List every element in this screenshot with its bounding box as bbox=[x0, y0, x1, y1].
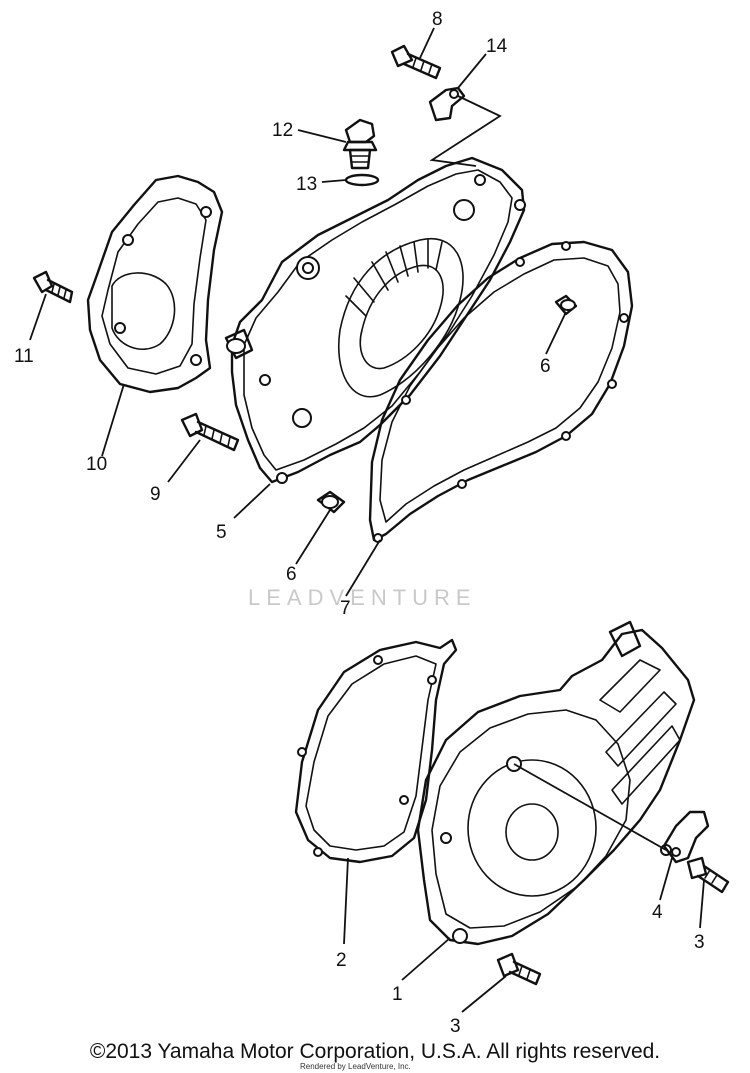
cable-clamp-part bbox=[662, 810, 710, 864]
callout-magneto-bolt-right: 3 bbox=[694, 932, 705, 953]
o-ring-part bbox=[344, 173, 380, 187]
callout-magneto-cover: 1 bbox=[392, 984, 403, 1005]
oil-pump-cover-part bbox=[86, 174, 224, 394]
callout-o-ring: 13 bbox=[296, 174, 317, 195]
cover-gasket-part bbox=[368, 240, 634, 543]
copyright-notice: ©2013 Yamaha Motor Corporation, U.S.A. A… bbox=[89, 1040, 661, 1063]
callout-cable-clamp: 4 bbox=[652, 902, 663, 923]
cover-bolt-part bbox=[390, 44, 442, 80]
rendered-by-credit: Rendered by LeadVenture, Inc. bbox=[300, 1062, 411, 1071]
dowel-pin-lower-part bbox=[316, 490, 346, 514]
magneto-bolt-bottom-part bbox=[496, 952, 542, 986]
oil-filler-plug-part bbox=[342, 118, 378, 170]
magneto-cover-part bbox=[416, 620, 696, 946]
callout-magneto-bolt-bottom: 3 bbox=[450, 1016, 461, 1037]
cover-screw-part bbox=[180, 412, 240, 452]
pump-cover-bolt-part bbox=[32, 270, 74, 304]
callout-cover-screw: 9 bbox=[150, 484, 161, 505]
dowel-pin-upper-part bbox=[554, 294, 578, 316]
callout-magneto-gasket: 2 bbox=[336, 950, 347, 971]
callout-clamp: 14 bbox=[486, 36, 508, 57]
magneto-bolt-right-part bbox=[686, 856, 730, 894]
magneto-gasket-part bbox=[294, 638, 458, 864]
callout-pump-cover-bolt: 11 bbox=[14, 346, 34, 367]
leader-lines bbox=[29, 27, 705, 1013]
callout-crankcase-cover: 5 bbox=[216, 522, 227, 543]
callout-labels: 8 14 12 13 6 11 10 9 5 6 7 2 1 3 4 3 bbox=[14, 9, 705, 1037]
callout-dowel-pin-lower: 6 bbox=[286, 564, 297, 585]
clamp-part bbox=[428, 86, 466, 122]
callout-cover-bolt: 8 bbox=[432, 9, 443, 30]
callout-cover-gasket: 7 bbox=[340, 598, 351, 619]
watermark-text: LEADVENTURE bbox=[248, 585, 477, 610]
callout-dowel-pin-upper: 6 bbox=[540, 356, 551, 377]
callout-oil-filler-plug: 12 bbox=[272, 120, 293, 141]
crankcase-cover-part bbox=[224, 156, 526, 484]
callout-oil-pump-cover: 10 bbox=[86, 454, 107, 475]
